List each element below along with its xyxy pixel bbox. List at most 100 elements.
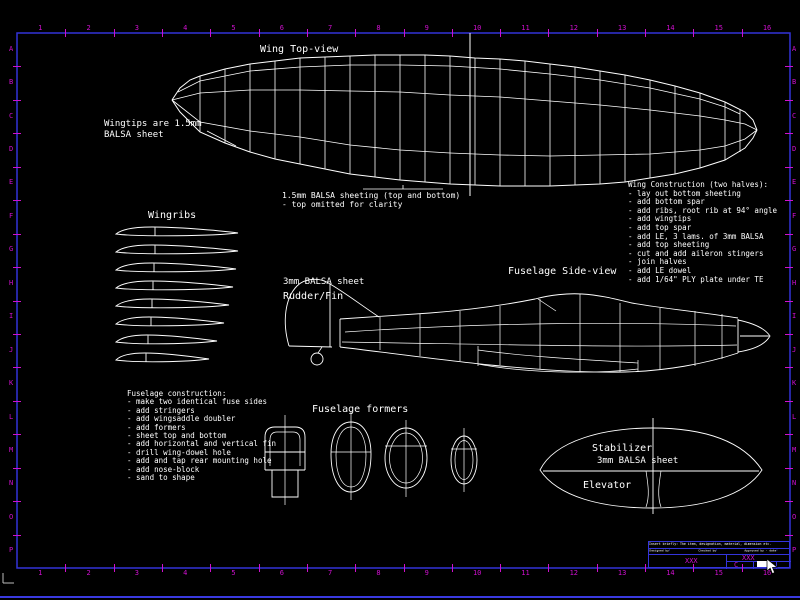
tb-highlight-cell <box>757 561 770 567</box>
fuselage-side-view-drawing <box>284 278 771 373</box>
zone-label: 1 <box>38 24 43 32</box>
wing-step: - add top spar <box>628 222 692 232</box>
zone-tick <box>645 564 647 572</box>
fuselage-formers-label: Fuselage formers <box>312 404 409 415</box>
wing-step: - join halves <box>628 257 687 267</box>
fuse-step: - sheet top and bottom <box>127 431 227 441</box>
zone-tick <box>13 66 21 68</box>
zone-label: I <box>9 312 14 321</box>
wing-step: - add LE, 3 lams. of 3mm BALSA <box>628 231 764 241</box>
zone-tick <box>161 564 163 572</box>
tb-value-left: XXX <box>685 557 698 565</box>
title-block-description: Insert briefly: The item, designation, m… <box>649 542 772 546</box>
zone-tick <box>306 29 308 37</box>
zone-tick <box>785 501 793 503</box>
zone-tick <box>210 564 212 572</box>
ucs-origin-icon <box>2 573 14 584</box>
stabilizer-drawing <box>539 418 763 514</box>
zone-label: C <box>792 111 797 120</box>
zone-tick <box>785 166 793 168</box>
zone-tick <box>785 300 793 302</box>
zone-tick <box>13 99 21 101</box>
zone-tick <box>13 367 21 369</box>
zone-label: B <box>792 78 797 87</box>
zone-tick <box>785 467 793 469</box>
zone-label: K <box>9 379 14 388</box>
zone-label: 3 <box>134 569 139 577</box>
zone-label: C <box>9 111 14 120</box>
zone-label: G <box>792 245 797 254</box>
zone-label: P <box>792 546 797 555</box>
zone-label: L <box>9 412 14 421</box>
zone-label: 1 <box>38 569 43 577</box>
zone-tick <box>785 400 793 402</box>
fuselage-formers-drawing <box>264 412 478 505</box>
zone-label: 12 <box>569 569 579 577</box>
wing-step: - add top sheeting <box>628 240 710 250</box>
zone-tick <box>596 564 598 572</box>
zone-tick <box>785 434 793 436</box>
wingribs-drawing <box>114 226 239 363</box>
zone-label: 13 <box>617 569 627 577</box>
zone-label: 10 <box>472 24 482 32</box>
zone-tick <box>785 534 793 536</box>
zone-label: 15 <box>714 569 723 577</box>
wing-step: - add LE dowel <box>628 265 692 275</box>
zone-label: 4 <box>183 569 188 577</box>
zone-tick <box>210 29 212 37</box>
zone-tick <box>355 29 357 37</box>
zone-label: 9 <box>424 24 429 32</box>
rudder-fin-label: Rudder/Fin <box>283 291 344 302</box>
zone-tick <box>13 233 21 235</box>
tb-zone-ref: C <box>734 561 739 569</box>
title-block: Insert briefly: The item, designation, m… <box>648 541 791 569</box>
zone-tick <box>741 564 743 572</box>
zone-label: D <box>9 145 14 154</box>
wingtips-note: Wingtips are 1.5mm BALSA sheet <box>104 119 202 140</box>
zone-label: 6 <box>279 24 284 32</box>
zone-tick <box>13 200 21 202</box>
fuselage-construction-notes: Fuselage construction: - make two identi… <box>127 389 277 482</box>
zone-tick <box>306 564 308 572</box>
fuse-step: - add horizontal and vertical fin <box>127 439 277 449</box>
zone-tick <box>548 29 550 37</box>
zone-tick <box>65 29 67 37</box>
zone-label: 11 <box>521 24 530 32</box>
zone-tick <box>785 99 793 101</box>
wing-step: - add wingtips <box>628 214 692 224</box>
zone-label: 3 <box>134 24 139 32</box>
zone-label: J <box>792 345 797 354</box>
zone-label: I <box>792 312 797 321</box>
zone-tick <box>355 564 357 572</box>
tb-value-right: XXX <box>742 554 755 562</box>
zone-label: P <box>9 546 14 555</box>
zone-label: 16 <box>762 24 772 32</box>
zone-label: J <box>9 345 14 354</box>
zone-label: G <box>9 245 14 254</box>
fuse-step: - make two identical fuse sides <box>127 397 267 407</box>
wing-top-view-drawing <box>171 33 758 196</box>
zone-label: O <box>9 512 14 521</box>
zone-label: D <box>792 145 797 154</box>
zone-label: 11 <box>521 569 530 577</box>
zone-tick <box>13 267 21 269</box>
zone-label: 2 <box>86 569 91 577</box>
zone-tick <box>13 534 21 536</box>
zone-tick <box>13 333 21 335</box>
zone-label: 4 <box>183 24 188 32</box>
zone-label: 15 <box>714 24 723 32</box>
fuse-step: - add stringers <box>127 405 195 415</box>
stab-balsa-note: 3mm BALSA sheet <box>597 456 679 466</box>
zone-tick <box>451 29 453 37</box>
zone-tick <box>785 133 793 135</box>
zone-label: 2 <box>86 24 91 32</box>
zone-label: M <box>792 445 797 454</box>
zone-tick <box>785 367 793 369</box>
zone-label: 6 <box>279 569 284 577</box>
zone-tick <box>785 267 793 269</box>
tb-cell: Checked by <box>698 549 718 553</box>
zone-tick <box>65 564 67 572</box>
wing-top-view-label: Wing Top-view <box>260 44 339 55</box>
fuselage-construction-title: Fuselage construction: <box>127 389 227 398</box>
